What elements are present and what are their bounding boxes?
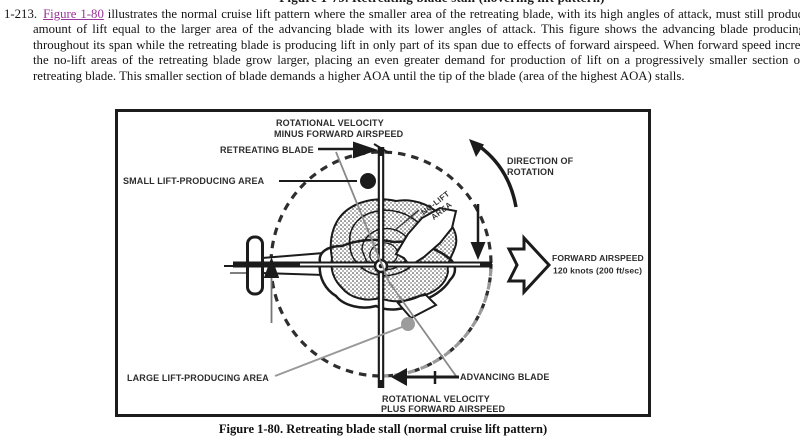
large-lift-dot [401,317,415,331]
paragraph-1-213: 1-213. Figure 1-80 illustrates the normal… [4,7,800,84]
diagonal-leader-line [335,151,457,377]
small-lift-area-label: SMALL LIFT-PRODUCING AREA [123,176,265,186]
large-lift-area-label: LARGE LIFT-PRODUCING AREA [127,373,269,383]
paragraph-body-text: illustrates the normal cruise lift patte… [33,7,800,83]
rot-velocity-minus-line1: ROTATIONAL VELOCITY [276,118,384,128]
advancing-blade-label: ADVANCING BLADE [460,372,550,382]
figure-caption: Figure 1-80. Retreating blade stall (nor… [218,422,548,436]
retreating-blade-label: RETREATING BLADE [220,145,314,155]
direction-of-rotation-arc [477,144,518,208]
small-lift-dot [360,173,376,189]
retreating-leader-arrowhead [353,141,378,159]
rotor-disk-circle-faded-arc [380,263,493,378]
large-lift-leader-line [274,326,403,377]
direction-of-rotation-arrowhead [469,139,484,157]
clipped-text-fragment: Figure 1-79. Retreating blade stall (hov… [242,0,642,6]
rot-velocity-plus-line1: ROTATIONAL VELOCITY [382,394,490,404]
paragraph-number: 1-213. [4,7,38,21]
right-down-arrow [470,242,486,260]
rot-velocity-plus-line2: PLUS FORWARD AIRSPEED [381,404,506,414]
direction-of-rotation-line2: ROTATION [507,167,554,177]
blade-tip-tick [373,143,390,154]
forward-airspeed-line2: 120 knots (200 ft/sec) [553,266,642,276]
forward-airspeed-line1: FORWARD AIRSPEED [552,253,644,263]
advancing-leader-arrowhead [391,368,407,386]
rot-velocity-minus-line2: MINUS FORWARD AIRSPEED [274,129,404,139]
figure-1-80-link[interactable]: Figure 1-80 [43,7,104,21]
no-lift-leader-line [393,209,420,232]
direction-of-rotation-line1: DIRECTION OF [507,156,574,166]
left-up-arrow [263,257,280,278]
forward-airspeed-arrow [506,234,552,296]
figure-1-80-diagram: NO-LIFT AREA RETREATING BLADE ROTATIONAL… [115,109,651,417]
clipped-previous-line: Figure 1-79. Retreating blade stall (hov… [242,0,642,6]
